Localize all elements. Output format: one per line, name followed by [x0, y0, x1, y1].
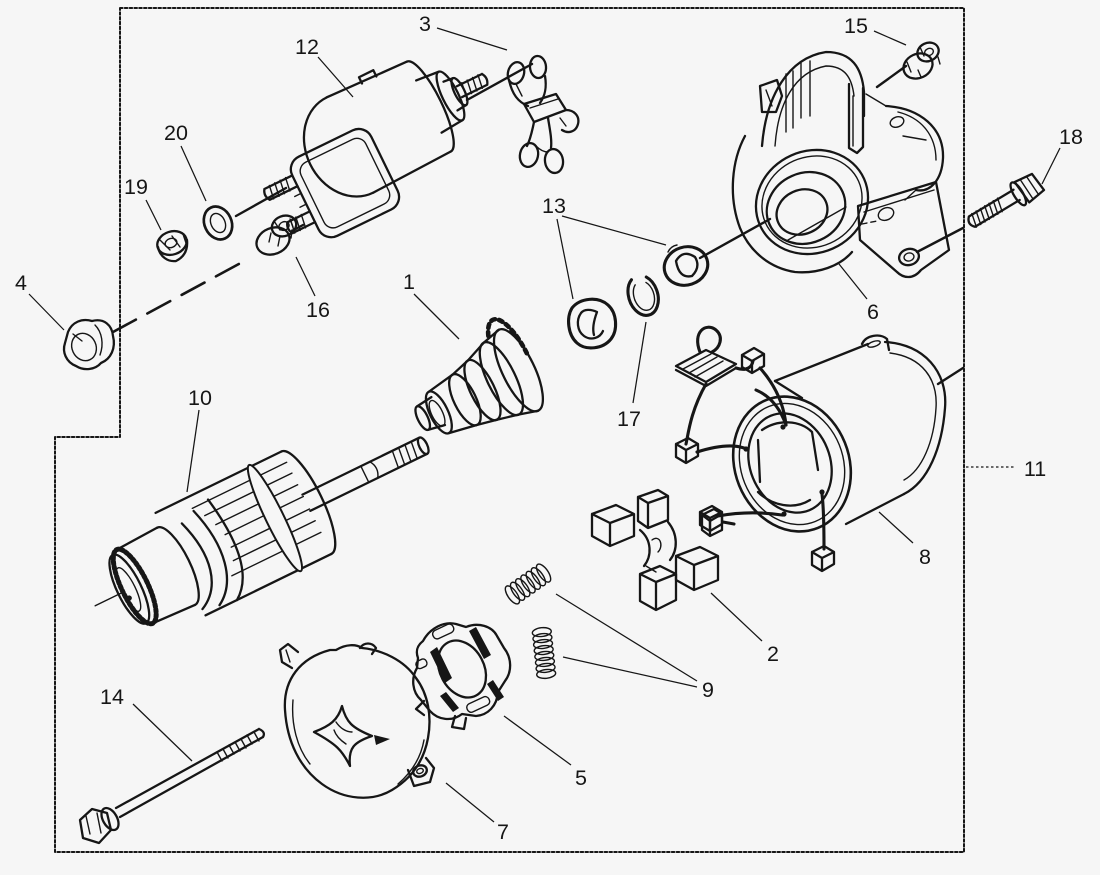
- callout-14-leader: [132, 703, 193, 762]
- callout-7-label: 7: [497, 820, 509, 844]
- armature-drawing: [94, 436, 430, 627]
- grommet-13b-drawing: [567, 297, 618, 350]
- callout-1-leader: [413, 293, 460, 340]
- callout-9-leader: [555, 593, 698, 688]
- callout-18-leader: [1041, 147, 1061, 185]
- callout-2-leader: [710, 592, 763, 642]
- nut-15-drawing: [902, 41, 941, 80]
- end-cover-drawing: [278, 642, 436, 799]
- cap-4-drawing: [62, 318, 115, 371]
- callout-14-label: 14: [100, 685, 124, 709]
- callout-20-leader: [180, 145, 207, 202]
- drive-end-housing-drawing: [731, 50, 951, 279]
- field-frame-drawing: [674, 325, 947, 573]
- callout-15-label: 15: [844, 14, 868, 38]
- solenoid-drawing: [263, 58, 489, 239]
- callout-2-label: 2: [767, 642, 779, 666]
- callout-5-leader: [503, 715, 572, 766]
- brake-plate-drawing: [412, 622, 512, 731]
- callout-6-leader: [838, 263, 868, 300]
- callout-19-label: 19: [124, 175, 148, 199]
- nut-19-drawing: [156, 229, 189, 263]
- callout-17-label: 17: [617, 407, 641, 431]
- callout-labels: 1 2 3 4 5 6 7 8 9 10 11 12 13 14 15 16 1…: [15, 12, 1083, 844]
- nut-16-drawing: [255, 214, 298, 256]
- callout-17-leader: [632, 321, 647, 404]
- callout-20-label: 20: [164, 121, 188, 145]
- callout-8-label: 8: [919, 545, 931, 569]
- callout-3-label: 3: [419, 12, 431, 36]
- callout-10-label: 10: [188, 386, 212, 410]
- assembly-axis-lines: [111, 62, 965, 386]
- snap-ring-drawing: [626, 275, 660, 317]
- callout-16-label: 16: [306, 298, 330, 322]
- callout-6-label: 6: [867, 300, 879, 324]
- grommet-13a-drawing: [662, 244, 710, 287]
- callout-1-label: 1: [403, 270, 415, 294]
- callout-11-label: 11: [1024, 457, 1046, 481]
- callout-16-leader: [295, 256, 316, 297]
- callout-5-label: 5: [575, 766, 587, 790]
- through-bolt-drawing: [78, 727, 266, 845]
- callout-3-leader: [436, 27, 508, 51]
- callout-leaders: [28, 27, 1061, 823]
- diagram-border: [54, 7, 965, 853]
- callout-15-leader: [873, 30, 907, 46]
- drive-pinion-drawing: [414, 316, 545, 435]
- callout-8-leader: [878, 511, 914, 544]
- callout-9-label: 9: [702, 678, 714, 702]
- callout-12-leader: [317, 56, 354, 98]
- spring-9a-drawing: [504, 563, 552, 605]
- callout-13-label: 13: [542, 194, 566, 218]
- callout-18-label: 18: [1059, 125, 1083, 149]
- callout-4-leader: [28, 293, 65, 331]
- callout-4-label: 4: [15, 271, 27, 295]
- callout-13-leader: [556, 215, 667, 300]
- brush-holder-drawing: [590, 488, 736, 612]
- callout-19-leader: [145, 199, 162, 231]
- callout-7-leader: [445, 782, 495, 823]
- shift-fork-drawing: [506, 54, 580, 175]
- callout-12-label: 12: [295, 35, 319, 59]
- washer-20-drawing: [202, 205, 234, 241]
- bolt-18-drawing: [967, 172, 1046, 228]
- spring-9b-drawing: [531, 626, 557, 680]
- callout-10-leader: [186, 409, 200, 493]
